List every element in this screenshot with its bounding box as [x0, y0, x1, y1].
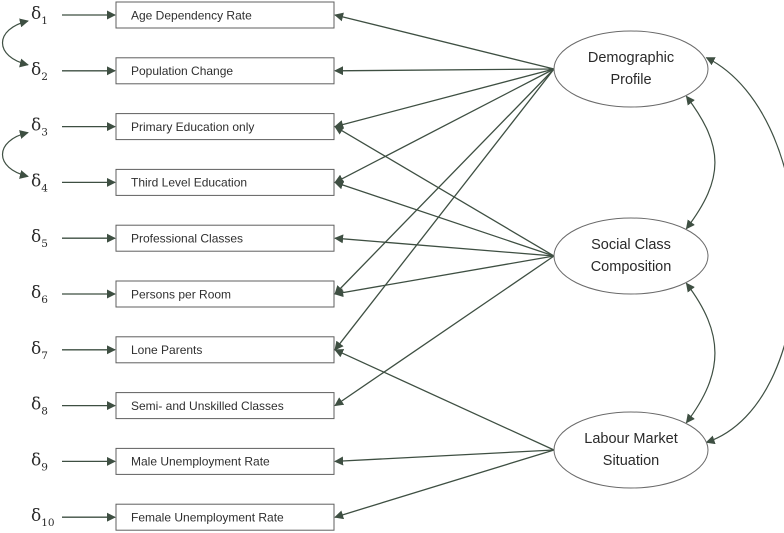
- indicator-box: [115, 280, 335, 308]
- indicator-label: Population Change: [131, 64, 233, 78]
- indicator-label: Age Dependency Rate: [131, 8, 252, 22]
- indicator-box: [115, 168, 335, 196]
- indicator-label: Lone Parents: [131, 343, 202, 357]
- indicator-box: [115, 1, 335, 29]
- error-term-label: δ3: [31, 116, 48, 139]
- error-term-label: δ5: [31, 227, 48, 250]
- error-covariance-arrow: [1, 18, 29, 68]
- indicator-label: Professional Classes: [131, 232, 243, 246]
- loading-arrow: [334, 68, 555, 295]
- loading-arrow: [334, 12, 555, 70]
- loading-arrow: [334, 68, 555, 129]
- indicator-label: Male Unemployment Rate: [131, 455, 270, 469]
- indicator-box: [115, 447, 335, 475]
- indicator-label: Semi- and Unskilled Classes: [131, 399, 284, 413]
- latent-factor-label: Situation: [603, 453, 659, 469]
- factor-covariance-arrow: [705, 57, 784, 445]
- indicator-box: [115, 57, 335, 85]
- factor-covariance-arrow: [685, 282, 716, 424]
- arrows-layer: [1, 10, 784, 522]
- error-covariance-arrow: [1, 130, 29, 179]
- indicator-box: [115, 392, 335, 420]
- indicator-box: [115, 336, 335, 364]
- loading-arrow: [334, 255, 555, 407]
- loading-arrow: [334, 180, 555, 257]
- latent-factor-ellipse: [553, 217, 709, 295]
- error-term-label: δ1: [31, 4, 48, 27]
- loading-arrow: [334, 449, 555, 520]
- error-term-label: δ2: [31, 60, 48, 83]
- loading-arrow: [334, 66, 555, 76]
- latent-factor-ellipse: [553, 30, 709, 108]
- loading-arrow: [334, 449, 555, 466]
- latent-factor-ellipse: [553, 411, 709, 489]
- error-term-label: δ8: [31, 395, 48, 418]
- latent-factor-label: Labour Market: [584, 431, 678, 447]
- latent-factor-label: Composition: [591, 259, 672, 275]
- latent-factor-label: Social Class: [591, 237, 671, 253]
- indicator-box: [115, 224, 335, 252]
- indicator-box: [115, 113, 335, 141]
- indicator-label: Female Unemployment Rate: [131, 511, 284, 525]
- loading-arrow: [334, 126, 555, 257]
- error-term-label: δ9: [31, 450, 48, 473]
- error-term-label: δ4: [31, 171, 48, 194]
- indicator-label: Primary Education only: [131, 120, 254, 134]
- loading-arrow: [334, 68, 555, 183]
- indicator-label: Persons per Room: [131, 287, 231, 301]
- factor-covariance-arrow: [685, 95, 716, 230]
- latent-factor-label: Profile: [610, 72, 651, 88]
- loading-arrow: [334, 255, 555, 298]
- error-term-label: δ6: [31, 283, 48, 306]
- error-term-label: δ10: [31, 506, 55, 529]
- indicator-box: [115, 503, 335, 531]
- loading-arrow: [334, 234, 555, 257]
- loading-arrow: [334, 68, 555, 351]
- loading-arrow: [334, 349, 555, 451]
- indicator-label: Third Level Education: [131, 176, 247, 190]
- error-term-label: δ7: [31, 339, 48, 362]
- nodes-layer: δ1 δ2 δ3 δ4 δ5 δ6 δ7 δ8 δ9 δ10 Age Dependency Rate…: [31, 1, 709, 531]
- latent-factor-label: Demographic: [588, 50, 674, 66]
